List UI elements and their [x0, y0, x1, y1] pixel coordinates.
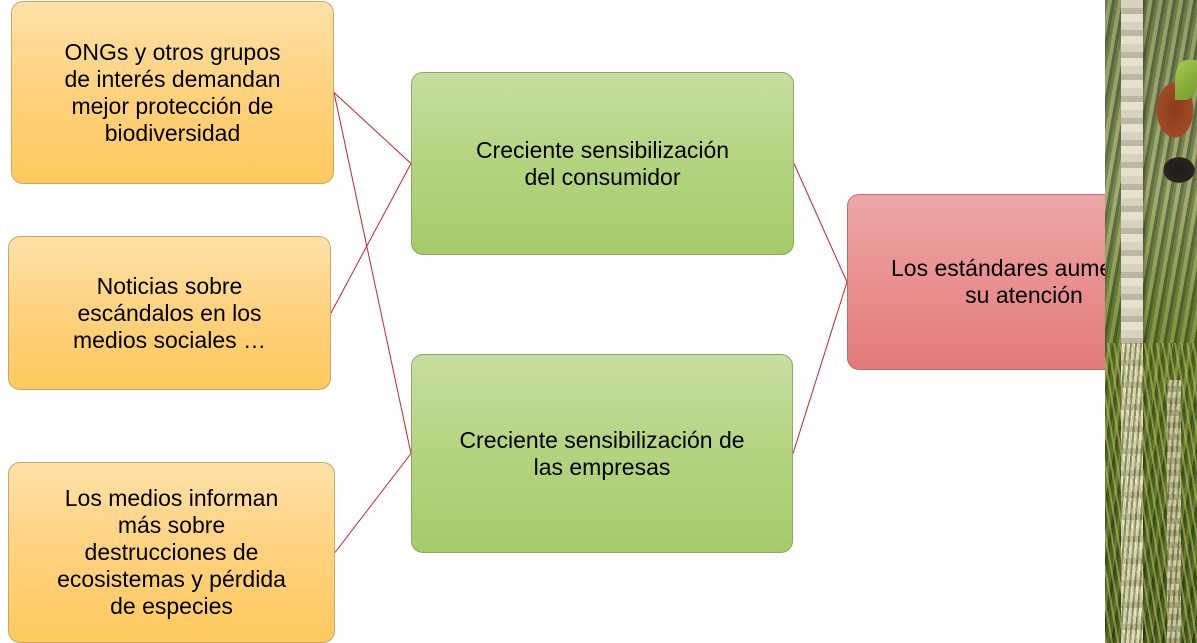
connector-line-mid2-out1: [792, 281, 848, 454]
grass-icon: [1105, 343, 1197, 643]
source-box-media-reports: Los medios informan más sobre destruccio…: [8, 462, 335, 643]
source-box-ngo-demands: ONGs y otros grupos de interés demandan …: [11, 1, 334, 184]
connector-line-src3-mid2: [334, 453, 412, 553]
outcome-box-line: su atención: [965, 282, 1083, 308]
middle-box-line: del consumidor: [524, 163, 681, 190]
middle-box-line: Creciente sensibilización: [475, 136, 730, 163]
source-box-social-media-news: Noticias sobre escándalos en los medios …: [8, 236, 331, 390]
source-box-line: medios sociales …: [72, 326, 267, 353]
fern-icon: [1175, 60, 1197, 100]
source-box-line: biodiversidad: [104, 119, 241, 146]
middle-box-company-awareness: Creciente sensibilización de las empresa…: [411, 354, 793, 553]
source-box-line: Los medios informan: [64, 485, 279, 511]
connector-line-src1-mid2: [333, 92, 412, 454]
source-box-line: ecosistemas y pérdida: [57, 566, 286, 592]
connector-line-mid1-out1: [793, 163, 848, 283]
connector-line-src2-mid1: [330, 163, 412, 314]
source-box-line: destrucciones de: [84, 539, 259, 565]
middle-box-line: Creciente sensibilización de: [459, 426, 745, 453]
source-box-line: ONGs y otros grupos: [64, 38, 281, 65]
forest-photo-icon: [1105, 0, 1197, 643]
connector-line-src1-mid1: [333, 92, 412, 164]
source-box-line: escándalos en los: [77, 299, 262, 326]
source-box-line: mejor protección de: [71, 92, 274, 119]
source-box-line: de especies: [110, 593, 233, 619]
source-box-line: más sobre: [117, 512, 226, 538]
source-box-line: de interés demandan: [64, 65, 281, 92]
source-box-line: Noticias sobre: [96, 272, 243, 299]
middle-box-consumer-awareness: Creciente sensibilización del consumidor: [411, 72, 794, 255]
middle-box-line: las empresas: [533, 453, 671, 480]
